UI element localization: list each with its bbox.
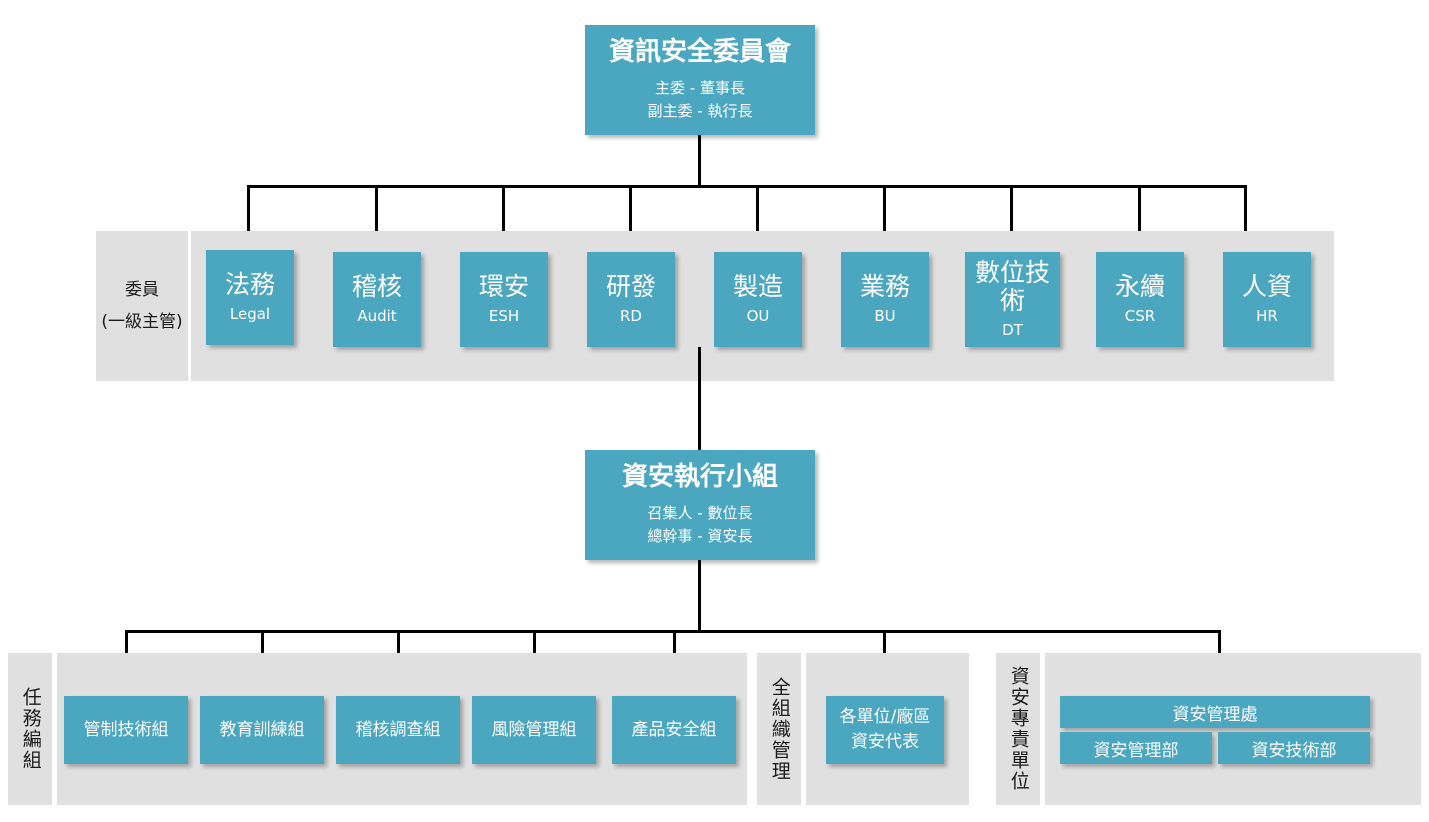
connector-member-drop-8 bbox=[1138, 185, 1141, 251]
member-abbr: ESH bbox=[488, 306, 520, 325]
security-office-box[interactable]: 資安管理處 bbox=[1060, 696, 1370, 728]
task-group-box-education[interactable]: 教育訓練組 bbox=[200, 696, 324, 764]
task-group-box-control-tech[interactable]: 管制技術組 bbox=[64, 696, 188, 764]
connector-exec-down bbox=[698, 560, 701, 632]
member-box-ou[interactable]: 製造 OU bbox=[714, 252, 802, 347]
member-name: 業務 bbox=[859, 271, 910, 301]
exec-role-secretary: 總幹事 - 資安長 bbox=[647, 527, 753, 546]
member-abbr: Legal bbox=[229, 304, 271, 323]
connector-member-drop-2 bbox=[375, 185, 378, 251]
connector-members-to-exec bbox=[698, 347, 701, 452]
members-label-line1: 委員 bbox=[125, 279, 159, 300]
connector-members-bus bbox=[247, 185, 1244, 188]
member-name: 永續 bbox=[1114, 271, 1165, 301]
connector-member-drop-9 bbox=[1244, 185, 1247, 251]
dept-name: 資安管理部 bbox=[1093, 740, 1179, 761]
task-section-label: 任務編組 bbox=[8, 653, 52, 805]
committee-role-chair: 主委 - 董事長 bbox=[655, 78, 745, 97]
member-name: 製造 bbox=[732, 271, 783, 301]
dedicated-section-panel bbox=[1045, 653, 1421, 805]
security-representative-box[interactable]: 各單位/廠區 資安代表 bbox=[826, 696, 944, 764]
member-box-audit[interactable]: 稽核 Audit bbox=[333, 252, 421, 347]
task-group-box-product-security[interactable]: 產品安全組 bbox=[612, 696, 736, 764]
connector-member-drop-4 bbox=[629, 185, 632, 251]
member-box-esh[interactable]: 環安 ESH bbox=[460, 252, 548, 347]
committee-title: 資訊安全委員會 bbox=[608, 36, 791, 67]
dedicated-section-label: 資安專責單位 bbox=[996, 653, 1040, 805]
task-group-name: 產品安全組 bbox=[631, 719, 717, 740]
member-name: 人資 bbox=[1241, 271, 1292, 301]
exec-team-title: 資安執行小組 bbox=[621, 461, 778, 492]
member-name: 法務 bbox=[224, 269, 275, 299]
connector-committee-down bbox=[698, 135, 701, 187]
committee-roles: 主委 - 董事長 副主委 - 執行長 bbox=[648, 77, 753, 124]
committee-role-vice-chair: 副主委 - 執行長 bbox=[647, 102, 753, 121]
members-section-label: 委員 (一級主管) bbox=[96, 231, 188, 381]
connector-member-drop-1 bbox=[247, 185, 250, 251]
member-name: 數位技術 bbox=[974, 257, 1050, 316]
member-name: 稽核 bbox=[351, 271, 402, 301]
members-label-line2: (一級主管) bbox=[101, 312, 183, 332]
member-abbr: OU bbox=[746, 306, 770, 325]
exec-team-box[interactable]: 資安執行小組 召集人 - 數位長 總幹事 - 資安長 bbox=[585, 450, 815, 560]
task-group-name: 風險管理組 bbox=[491, 719, 577, 740]
connector-member-drop-6 bbox=[883, 185, 886, 251]
member-abbr: RD bbox=[620, 306, 642, 325]
rep-line1: 各單位/廠區 bbox=[839, 707, 931, 728]
dept-name: 資安技術部 bbox=[1251, 740, 1337, 761]
task-group-box-audit-investigation[interactable]: 稽核調查組 bbox=[336, 696, 460, 764]
task-group-name: 教育訓練組 bbox=[219, 719, 305, 740]
connector-member-drop-7 bbox=[1010, 185, 1013, 251]
member-abbr: DT bbox=[1002, 321, 1023, 339]
member-name: 環安 bbox=[478, 271, 529, 301]
member-abbr: Audit bbox=[357, 306, 397, 325]
member-box-rd[interactable]: 研發 RD bbox=[587, 252, 675, 347]
member-abbr: BU bbox=[874, 306, 896, 325]
member-abbr: HR bbox=[1256, 306, 1278, 325]
task-group-box-risk-management[interactable]: 風險管理組 bbox=[472, 696, 596, 764]
connector-member-drop-3 bbox=[502, 185, 505, 251]
security-management-dept-box[interactable]: 資安管理部 bbox=[1060, 732, 1212, 764]
connector-member-drop-5 bbox=[756, 185, 759, 251]
security-office-name: 資安管理處 bbox=[1172, 704, 1258, 725]
member-box-hr[interactable]: 人資 HR bbox=[1223, 252, 1311, 347]
member-name: 研發 bbox=[605, 271, 656, 301]
member-box-legal[interactable]: 法務 Legal bbox=[206, 250, 294, 345]
member-box-bu[interactable]: 業務 BU bbox=[841, 252, 929, 347]
org-section-label: 全組織管理 bbox=[757, 653, 801, 805]
exec-role-convener: 召集人 - 數位長 bbox=[647, 503, 753, 522]
rep-line2: 資安代表 bbox=[851, 732, 919, 752]
member-abbr: CSR bbox=[1124, 306, 1156, 325]
member-box-dt[interactable]: 數位技術 DT bbox=[965, 252, 1060, 347]
member-box-csr[interactable]: 永續 CSR bbox=[1096, 252, 1184, 347]
security-technology-dept-box[interactable]: 資安技術部 bbox=[1218, 732, 1370, 764]
committee-box[interactable]: 資訊安全委員會 主委 - 董事長 副主委 - 執行長 bbox=[585, 25, 815, 135]
task-group-name: 稽核調查組 bbox=[355, 719, 441, 740]
task-group-name: 管制技術組 bbox=[83, 719, 169, 740]
exec-team-roles: 召集人 - 數位長 總幹事 - 資安長 bbox=[648, 502, 753, 549]
